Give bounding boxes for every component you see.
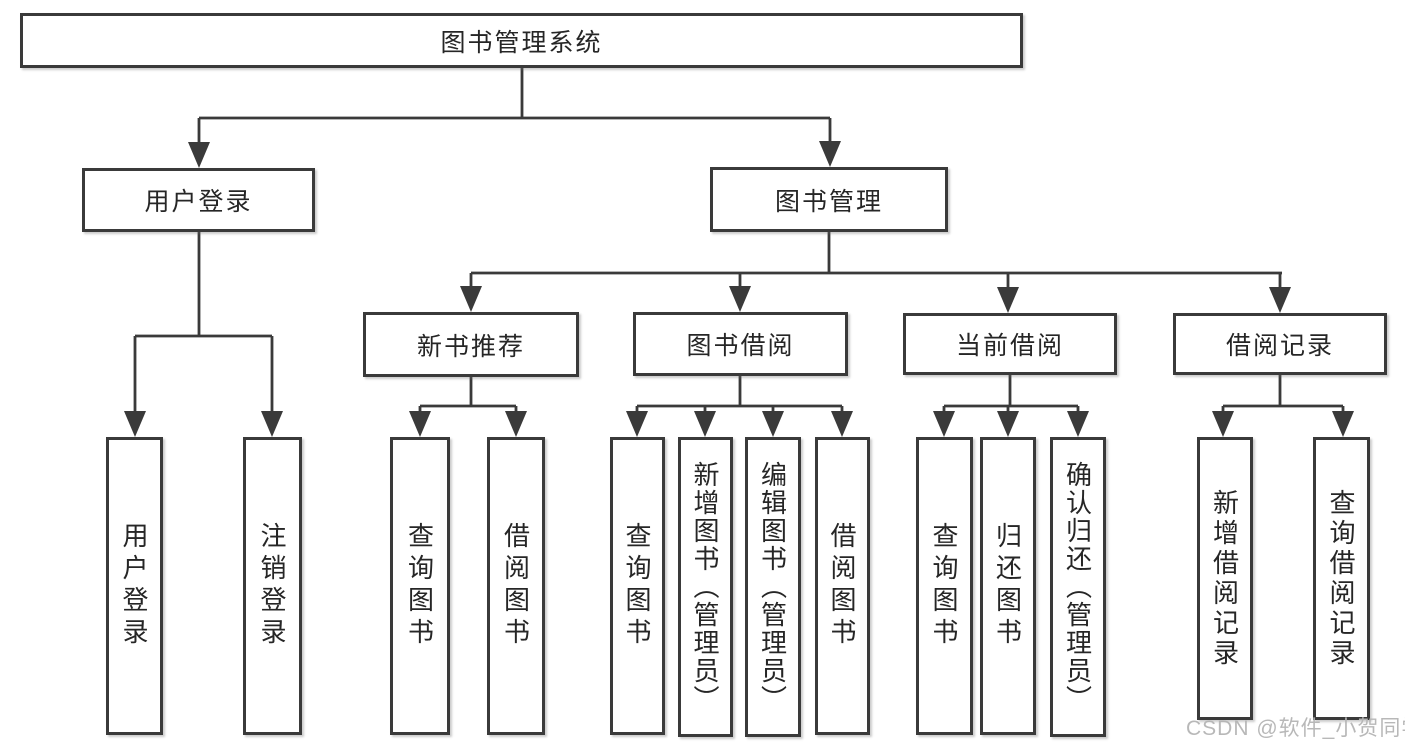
node-label: 借阅图书 <box>500 522 531 650</box>
node-label: 新书推荐 <box>416 332 525 361</box>
leaf-add-book-admin: 新增图书（管理员） <box>678 437 733 737</box>
node-user-login: 用户登录 <box>82 168 315 232</box>
leaf-add-borrow-record: 新增借阅记录 <box>1197 437 1253 720</box>
node-label: 新增借阅记录 <box>1209 488 1240 669</box>
node-label: 查询图书 <box>929 522 959 650</box>
node-label: 注销登录 <box>257 522 287 650</box>
node-current-borrowing: 当前借阅 <box>903 313 1117 375</box>
leaf-borrow-books-borrowing: 借阅图书 <box>815 437 870 735</box>
leaf-query-books-recommend: 查询图书 <box>390 437 450 735</box>
node-library-management-system: 图书管理系统 <box>20 13 1023 68</box>
node-label: 编辑图书（管理员） <box>757 461 788 713</box>
node-label: 当前借阅 <box>955 332 1064 360</box>
node-label: 用户登录 <box>119 522 149 650</box>
leaf-logout-login: 注销登录 <box>243 437 302 735</box>
leaf-confirm-return-admin: 确认归还（管理员） <box>1050 437 1106 737</box>
leaf-query-books-borrowing: 查询图书 <box>610 437 665 735</box>
node-label: 图书借阅 <box>686 332 795 360</box>
node-label: 查询图书 <box>404 522 435 650</box>
arrowheads <box>124 141 1354 437</box>
node-book-management: 图书管理 <box>710 167 948 232</box>
node-label: 图书管理系统 <box>440 28 603 57</box>
leaf-query-books-current: 查询图书 <box>916 437 973 735</box>
node-label: 用户登录 <box>144 188 253 216</box>
leaf-return-books: 归还图书 <box>980 437 1036 735</box>
node-new-book-recommendation: 新书推荐 <box>363 312 579 377</box>
node-label: 借阅图书 <box>827 522 857 650</box>
node-book-borrowing: 图书借阅 <box>633 312 848 376</box>
node-label: 确认归还（管理员） <box>1062 461 1093 713</box>
leaf-user-login: 用户登录 <box>106 437 163 735</box>
leaf-edit-book-admin: 编辑图书（管理员） <box>745 437 801 737</box>
node-borrowing-records: 借阅记录 <box>1173 313 1387 375</box>
csdn-watermark: CSDN @软件_小贺同学 <box>1186 717 1405 740</box>
node-label: 图书管理 <box>774 187 883 216</box>
leaf-query-borrow-record: 查询借阅记录 <box>1313 437 1370 720</box>
leaf-borrow-books-recommend: 借阅图书 <box>487 437 545 735</box>
node-label: 归还图书 <box>992 522 1023 650</box>
node-label: 查询借阅记录 <box>1326 488 1356 669</box>
node-label: 新增图书（管理员） <box>690 461 720 713</box>
node-label: 借阅记录 <box>1225 332 1334 360</box>
node-label: 查询图书 <box>622 522 652 650</box>
